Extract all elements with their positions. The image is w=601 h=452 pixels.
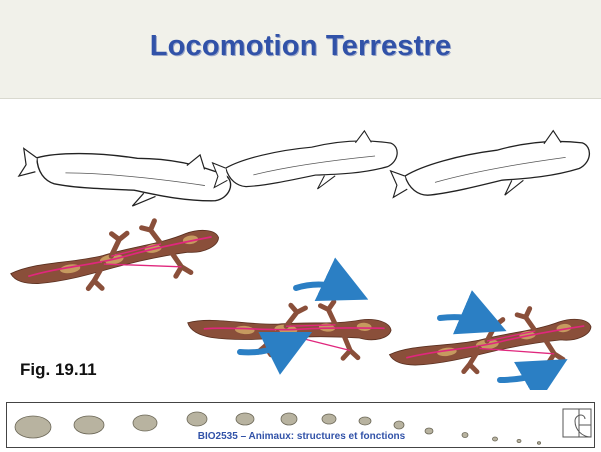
motion-arrow bbox=[296, 285, 352, 292]
footer-course-title: BIO2535 – Animaux: structures et fonctio… bbox=[7, 431, 595, 442]
fish-outline-2 bbox=[209, 127, 400, 203]
salamander-1 bbox=[6, 212, 223, 300]
frog-icon bbox=[236, 413, 254, 425]
frog-icon bbox=[281, 413, 297, 425]
frog-icon bbox=[359, 417, 371, 425]
footer-banner: BIO2535 – Animaux: structures et fonctio… bbox=[6, 402, 595, 448]
locomotion-figure bbox=[0, 100, 601, 390]
figure-label: Fig. 19.11 bbox=[20, 360, 97, 380]
fish-outline-1 bbox=[17, 136, 233, 216]
salamander-3 bbox=[386, 302, 594, 380]
frog-icon bbox=[322, 414, 336, 424]
motion-arrow bbox=[440, 317, 490, 324]
fish-outline-3 bbox=[387, 125, 594, 214]
salamander-2 bbox=[186, 292, 393, 363]
frog-icon bbox=[187, 412, 207, 426]
frog-icon bbox=[394, 421, 404, 429]
motion-arrow bbox=[500, 368, 552, 380]
slide-header: Locomotion Terrestre bbox=[0, 0, 601, 99]
frog-icon bbox=[537, 442, 540, 445]
frog-icon bbox=[133, 415, 157, 431]
slide-title: Locomotion Terrestre bbox=[0, 30, 601, 63]
